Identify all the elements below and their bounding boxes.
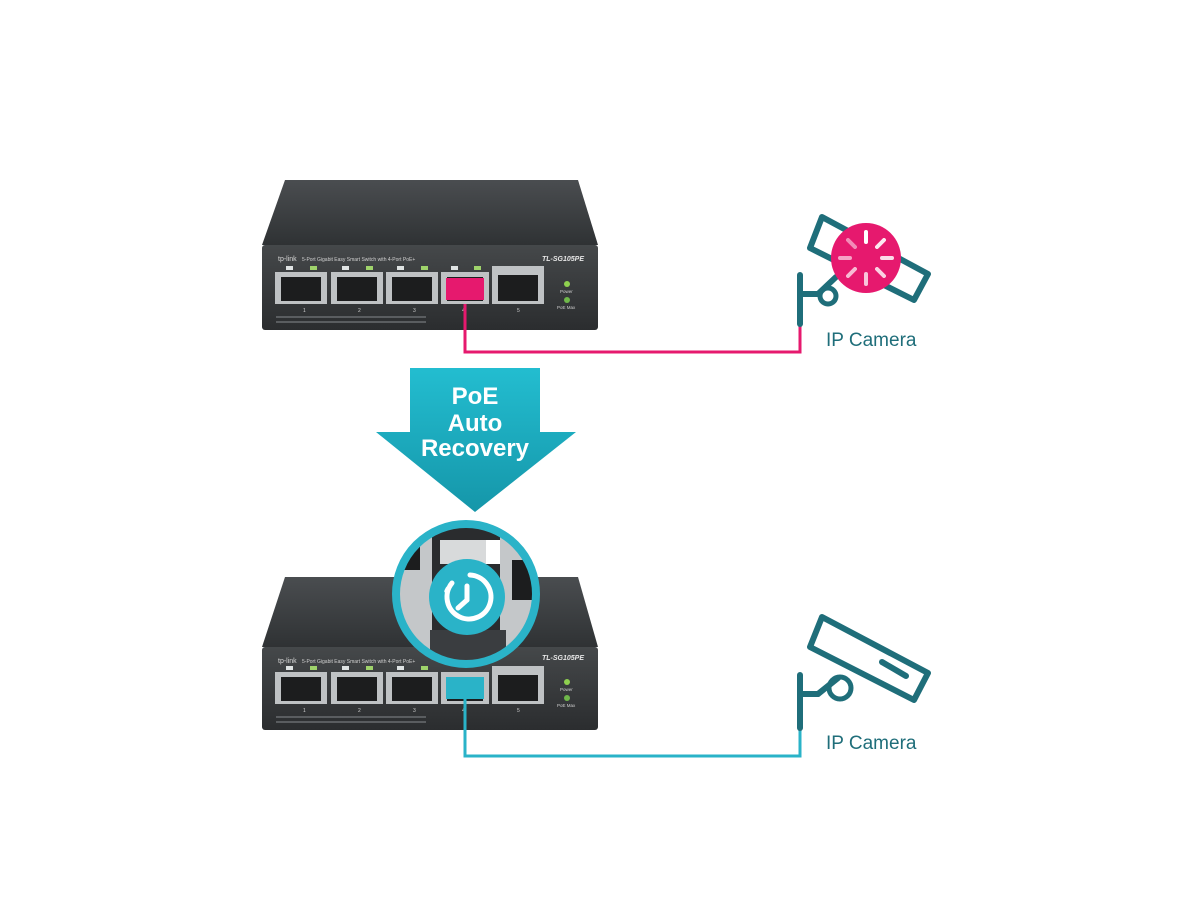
top-switch-model: TL-SG105PE bbox=[542, 256, 584, 263]
power-label: Power bbox=[560, 687, 573, 692]
port-1 bbox=[275, 266, 327, 304]
cctv-camera-icon bbox=[797, 614, 931, 731]
svg-text:3: 3 bbox=[413, 308, 416, 314]
poe-max-led bbox=[564, 297, 570, 303]
top-camera-label: IP Camera bbox=[826, 330, 917, 351]
svg-text:1: 1 bbox=[303, 708, 306, 714]
top-cable-magenta bbox=[463, 304, 802, 354]
svg-text:5: 5 bbox=[517, 308, 520, 314]
top-switch: tp-link 5-Port Gigabit Easy Smart Switch… bbox=[262, 180, 598, 330]
bottom-switch-ports bbox=[275, 666, 544, 704]
power-cycle-icon bbox=[429, 559, 505, 635]
zoom-magnifier bbox=[392, 520, 540, 668]
bottom-switch-brand: tp-link bbox=[278, 658, 297, 665]
poe-max-label: PoE Max bbox=[557, 305, 576, 310]
port-5 bbox=[492, 666, 544, 704]
svg-text:5: 5 bbox=[517, 708, 520, 714]
arrow-label-line3: Recovery bbox=[421, 435, 530, 462]
top-switch-brand: tp-link bbox=[278, 256, 297, 263]
power-led bbox=[564, 281, 570, 287]
port-4-faulty bbox=[441, 266, 489, 304]
poe-max-led bbox=[564, 695, 570, 701]
svg-text:1: 1 bbox=[303, 308, 306, 314]
connected-plug-teal bbox=[446, 677, 484, 699]
loading-spinner-icon bbox=[831, 223, 901, 293]
connected-plug-magenta bbox=[446, 278, 484, 300]
port-4-recovered bbox=[441, 672, 489, 704]
down-arrow-icon bbox=[376, 368, 576, 512]
arrow-label-line2: Auto bbox=[448, 410, 503, 437]
bottom-cable-teal bbox=[463, 699, 802, 758]
poe-max-label: PoE Max bbox=[557, 703, 576, 708]
port-2 bbox=[331, 266, 383, 304]
power-led bbox=[564, 679, 570, 685]
svg-text:3: 3 bbox=[413, 708, 416, 714]
top-switch-top-panel bbox=[262, 180, 598, 245]
bottom-switch-model: TL-SG105PE bbox=[542, 655, 584, 662]
top-switch-ports bbox=[275, 266, 544, 304]
port-3 bbox=[386, 666, 438, 704]
arrow-label-line1: PoE bbox=[452, 383, 499, 410]
power-label: Power bbox=[560, 289, 573, 294]
port-3 bbox=[386, 266, 438, 304]
top-switch-description: 5-Port Gigabit Easy Smart Switch with 4-… bbox=[302, 257, 415, 263]
bottom-switch-description: 5-Port Gigabit Easy Smart Switch with 4-… bbox=[302, 659, 415, 665]
port-1 bbox=[275, 666, 327, 704]
svg-text:2: 2 bbox=[358, 308, 361, 314]
arrow-label: PoE Auto Recovery bbox=[421, 383, 530, 462]
port-2 bbox=[331, 666, 383, 704]
bottom-camera-label: IP Camera bbox=[826, 733, 917, 754]
svg-text:2: 2 bbox=[358, 708, 361, 714]
port-5 bbox=[492, 266, 544, 304]
